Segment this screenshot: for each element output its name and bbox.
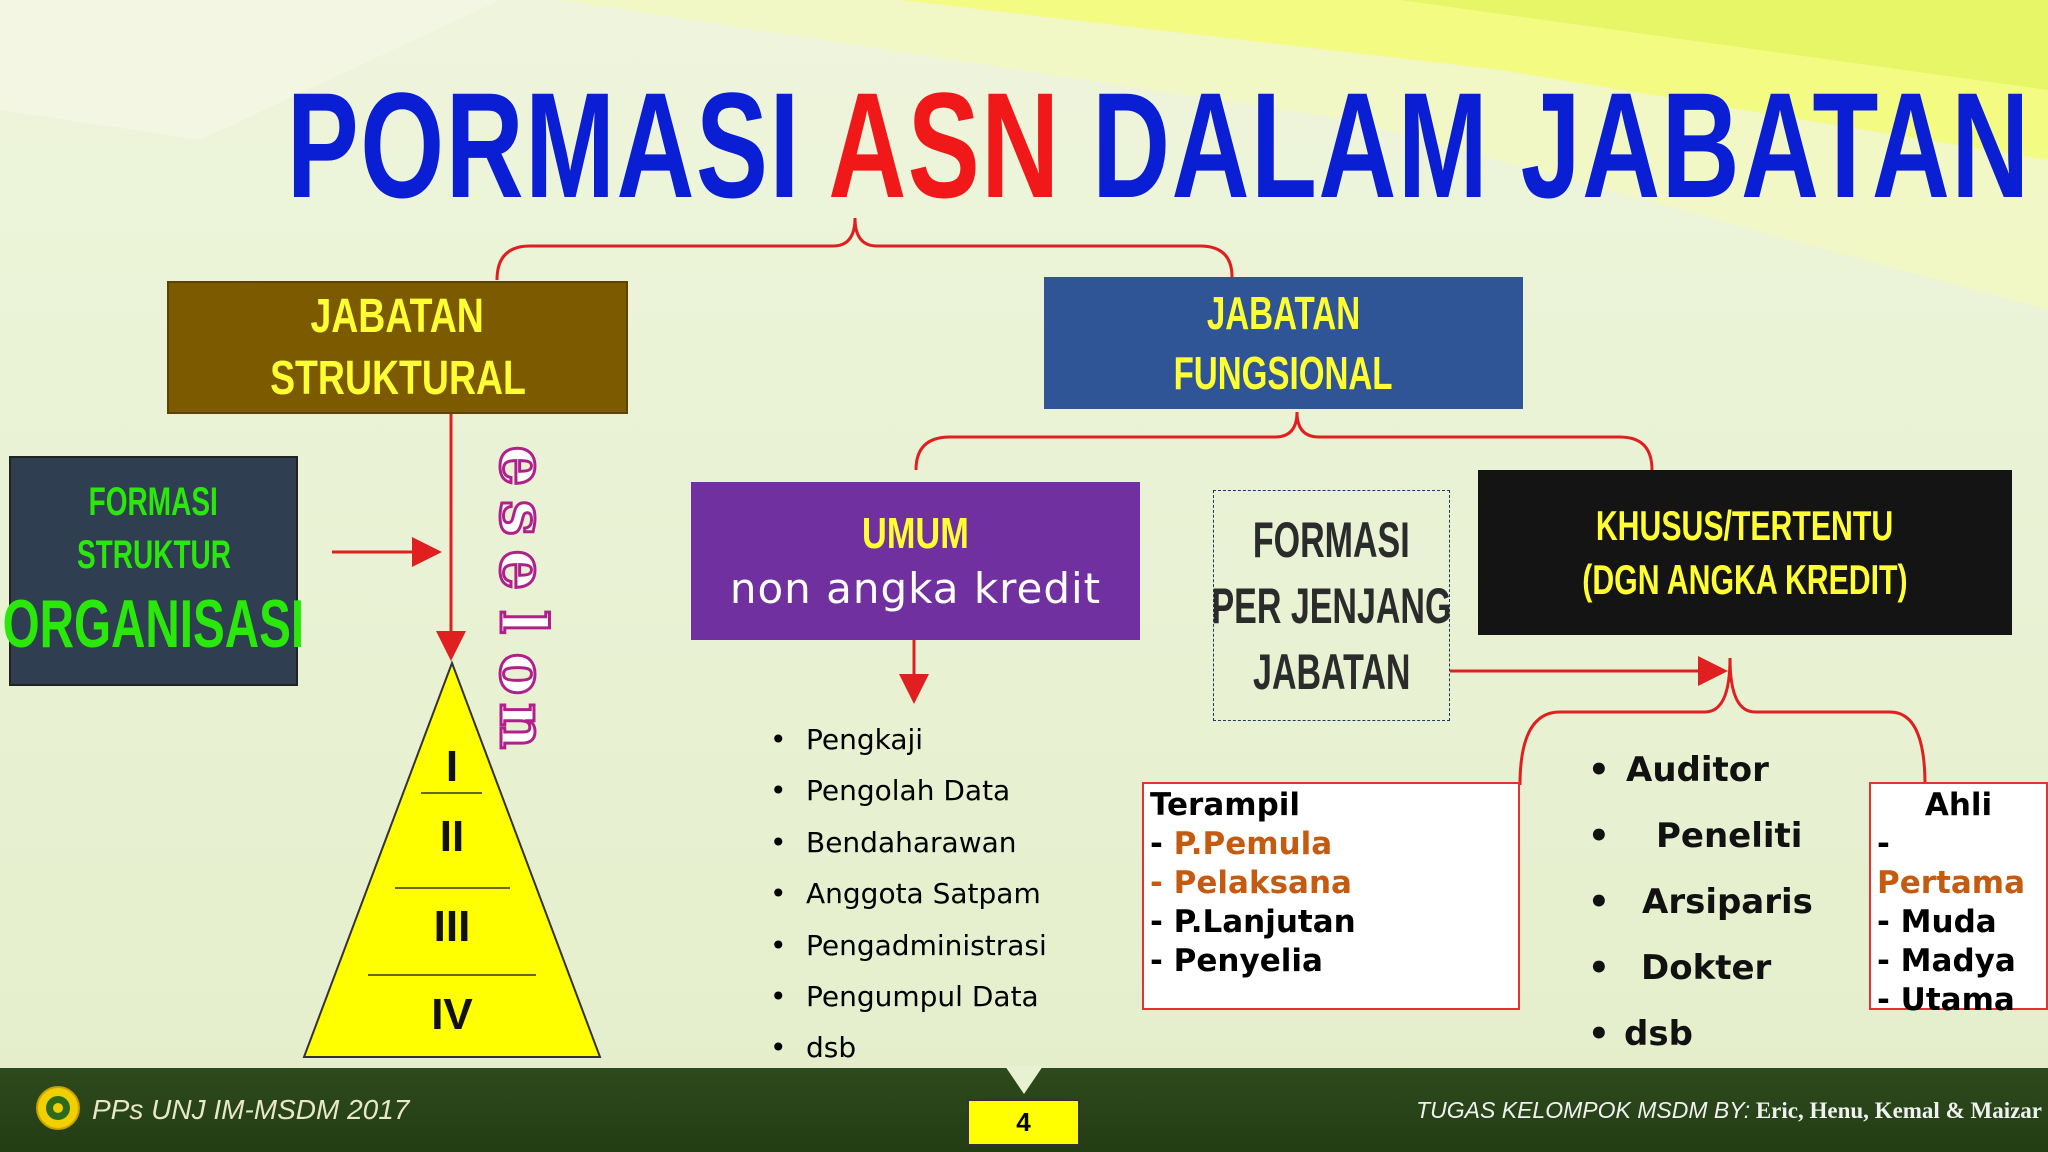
- list-item: - Pertama: [1877, 826, 2025, 901]
- list-item: •Auditor: [1588, 750, 1769, 790]
- title-part-asn: ASN: [828, 61, 1061, 229]
- footer-right-text: TUGAS KELOMPOK MSDM BY: Eric, Henu, Kema…: [1416, 1097, 2042, 1124]
- jabatan-fungsional-box: JABATAN FUNGSIONAL: [1044, 277, 1523, 409]
- jenjang-line-2: PER JENJANG: [1211, 577, 1452, 634]
- list-item: •Pengumpul Data: [770, 979, 1039, 1013]
- umum-line-1: UMUM: [862, 509, 969, 558]
- pyramid-level-3: III: [433, 902, 471, 951]
- footer-notch: [1005, 1066, 1043, 1094]
- eselon-pyramid: [302, 660, 602, 1058]
- list-item: •Arsiparis: [1588, 882, 1813, 922]
- ahli-box: Ahli - Pertama - Muda - Madya - Utama: [1869, 782, 2048, 1018]
- brace-top: [495, 217, 1234, 281]
- fungsional-line-2: FUNGSIONAL: [1174, 347, 1393, 399]
- fungsional-line-1: JABATAN: [1206, 287, 1361, 339]
- jenjang-line-3: JABATAN: [1252, 643, 1411, 700]
- list-item: •dsb: [770, 1031, 857, 1065]
- list-item: - Pelaksana: [1150, 865, 1352, 901]
- list-item: •Peneliti: [1588, 816, 1803, 856]
- list-item: - P.Lanjutan: [1150, 904, 1356, 940]
- struktural-line-1: JABATAN: [310, 289, 485, 343]
- khusus-tertentu-box: KHUSUS/TERTENTU (DGN ANGKA KREDIT): [1478, 470, 2012, 635]
- list-item: - Muda: [1877, 904, 1997, 940]
- footer-credit-label: TUGAS KELOMPOK MSDM BY:: [1416, 1097, 1751, 1123]
- jabatan-struktural-box: JABATAN STRUKTURAL: [167, 281, 628, 414]
- struktural-line-2: STRUKTURAL: [269, 351, 526, 405]
- khusus-line-1: KHUSUS/TERTENTU: [1596, 501, 1894, 549]
- brace-fungsional: [914, 411, 1654, 471]
- list-item: •Anggota Satpam: [770, 877, 1041, 911]
- terampil-box: Terampil - P.Pemula - Pelaksana - P.Lanj…: [1142, 782, 1520, 1010]
- list-item: •Dokter: [1588, 948, 1772, 988]
- title-part-3: DALAM JABATAN: [1092, 61, 2031, 229]
- page-title: PORMASI ASN DALAM JABATAN: [287, 70, 2030, 220]
- formasi-per-jenjang-box: FORMASI PER JENJANG JABATAN: [1211, 490, 1452, 721]
- terampil-heading: Terampil: [1150, 787, 1301, 823]
- list-item: •dsb: [1588, 1014, 1693, 1054]
- list-item: •Pengkaji: [770, 723, 924, 756]
- formasi-org-line-1: FORMASI: [88, 480, 219, 524]
- list-item: - Madya: [1877, 943, 2016, 979]
- list-item: - P.Pemula: [1150, 826, 1333, 862]
- brace-khusus: [1518, 657, 1927, 786]
- pyramid-level-2: II: [439, 812, 465, 861]
- footer-left-text: PPs UNJ IM-MSDM 2017: [92, 1094, 410, 1125]
- list-item: •Pengadministrasi: [770, 928, 1047, 962]
- university-logo-icon: [36, 1086, 80, 1130]
- formasi-org-line-2: STRUKTUR: [76, 533, 231, 577]
- list-item: •Pengolah Data: [770, 774, 1011, 808]
- list-item: - Penyelia: [1150, 943, 1323, 979]
- pyramid-level-4: IV: [431, 990, 473, 1039]
- list-item: - Utama: [1877, 982, 2015, 1018]
- khusus-line-2: (DGN ANGKA KREDIT): [1582, 555, 1908, 603]
- footer-credit-names: Eric, Henu, Kemal & Maizar: [1755, 1098, 2042, 1123]
- jenjang-line-1: FORMASI: [1253, 511, 1410, 568]
- umum-box: UMUM non angka kredit: [691, 482, 1140, 640]
- ahli-heading: Ahli: [1924, 787, 1993, 823]
- formasi-struktur-organisasi-box: FORMASI STRUKTUR ORGANISASI: [3, 456, 304, 686]
- list-item: •Bendaharawan: [770, 825, 1017, 859]
- umum-list: •Pengkaji •Pengolah Data •Bendaharawan •…: [770, 723, 1047, 1083]
- page-number: 4: [967, 1099, 1080, 1146]
- umum-line-2: non angka kredit: [729, 564, 1102, 613]
- pyramid-level-1: I: [445, 742, 459, 791]
- formasi-org-line-3: ORGANISASI: [2, 586, 305, 662]
- title-part-1: PORMASI: [286, 61, 801, 229]
- khusus-list: •Auditor •Peneliti •Arsiparis •Dokter •d…: [1588, 750, 1813, 1080]
